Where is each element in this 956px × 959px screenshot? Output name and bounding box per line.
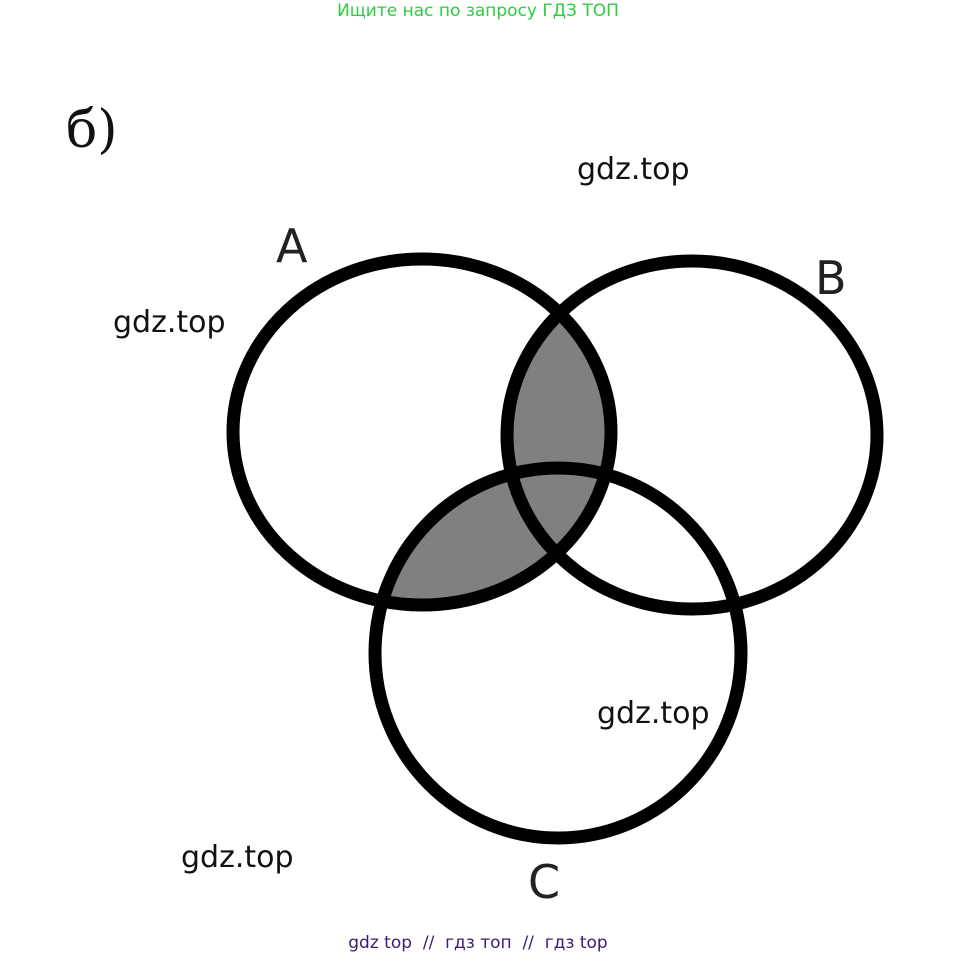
part-label: б) — [66, 100, 118, 160]
region-a-intersect-c — [375, 468, 611, 605]
set-c-circle — [368, 461, 748, 845]
top-banner: Ищите нас по запросу ГДЗ ТОП — [337, 1, 619, 21]
set-b-label: B — [815, 251, 847, 305]
shaded-regions — [375, 261, 611, 605]
watermark: gdz.top — [181, 840, 294, 875]
watermark: gdz.top — [113, 305, 226, 340]
set-a-circle — [226, 252, 618, 612]
footer-links: gdz top // гдз топ // гдз top — [348, 933, 608, 953]
watermark: gdz.top — [597, 696, 710, 731]
set-c-label: C — [528, 855, 560, 909]
set-b-circle — [500, 254, 884, 616]
set-a-label: A — [276, 219, 308, 273]
watermark: gdz.top — [577, 152, 690, 187]
